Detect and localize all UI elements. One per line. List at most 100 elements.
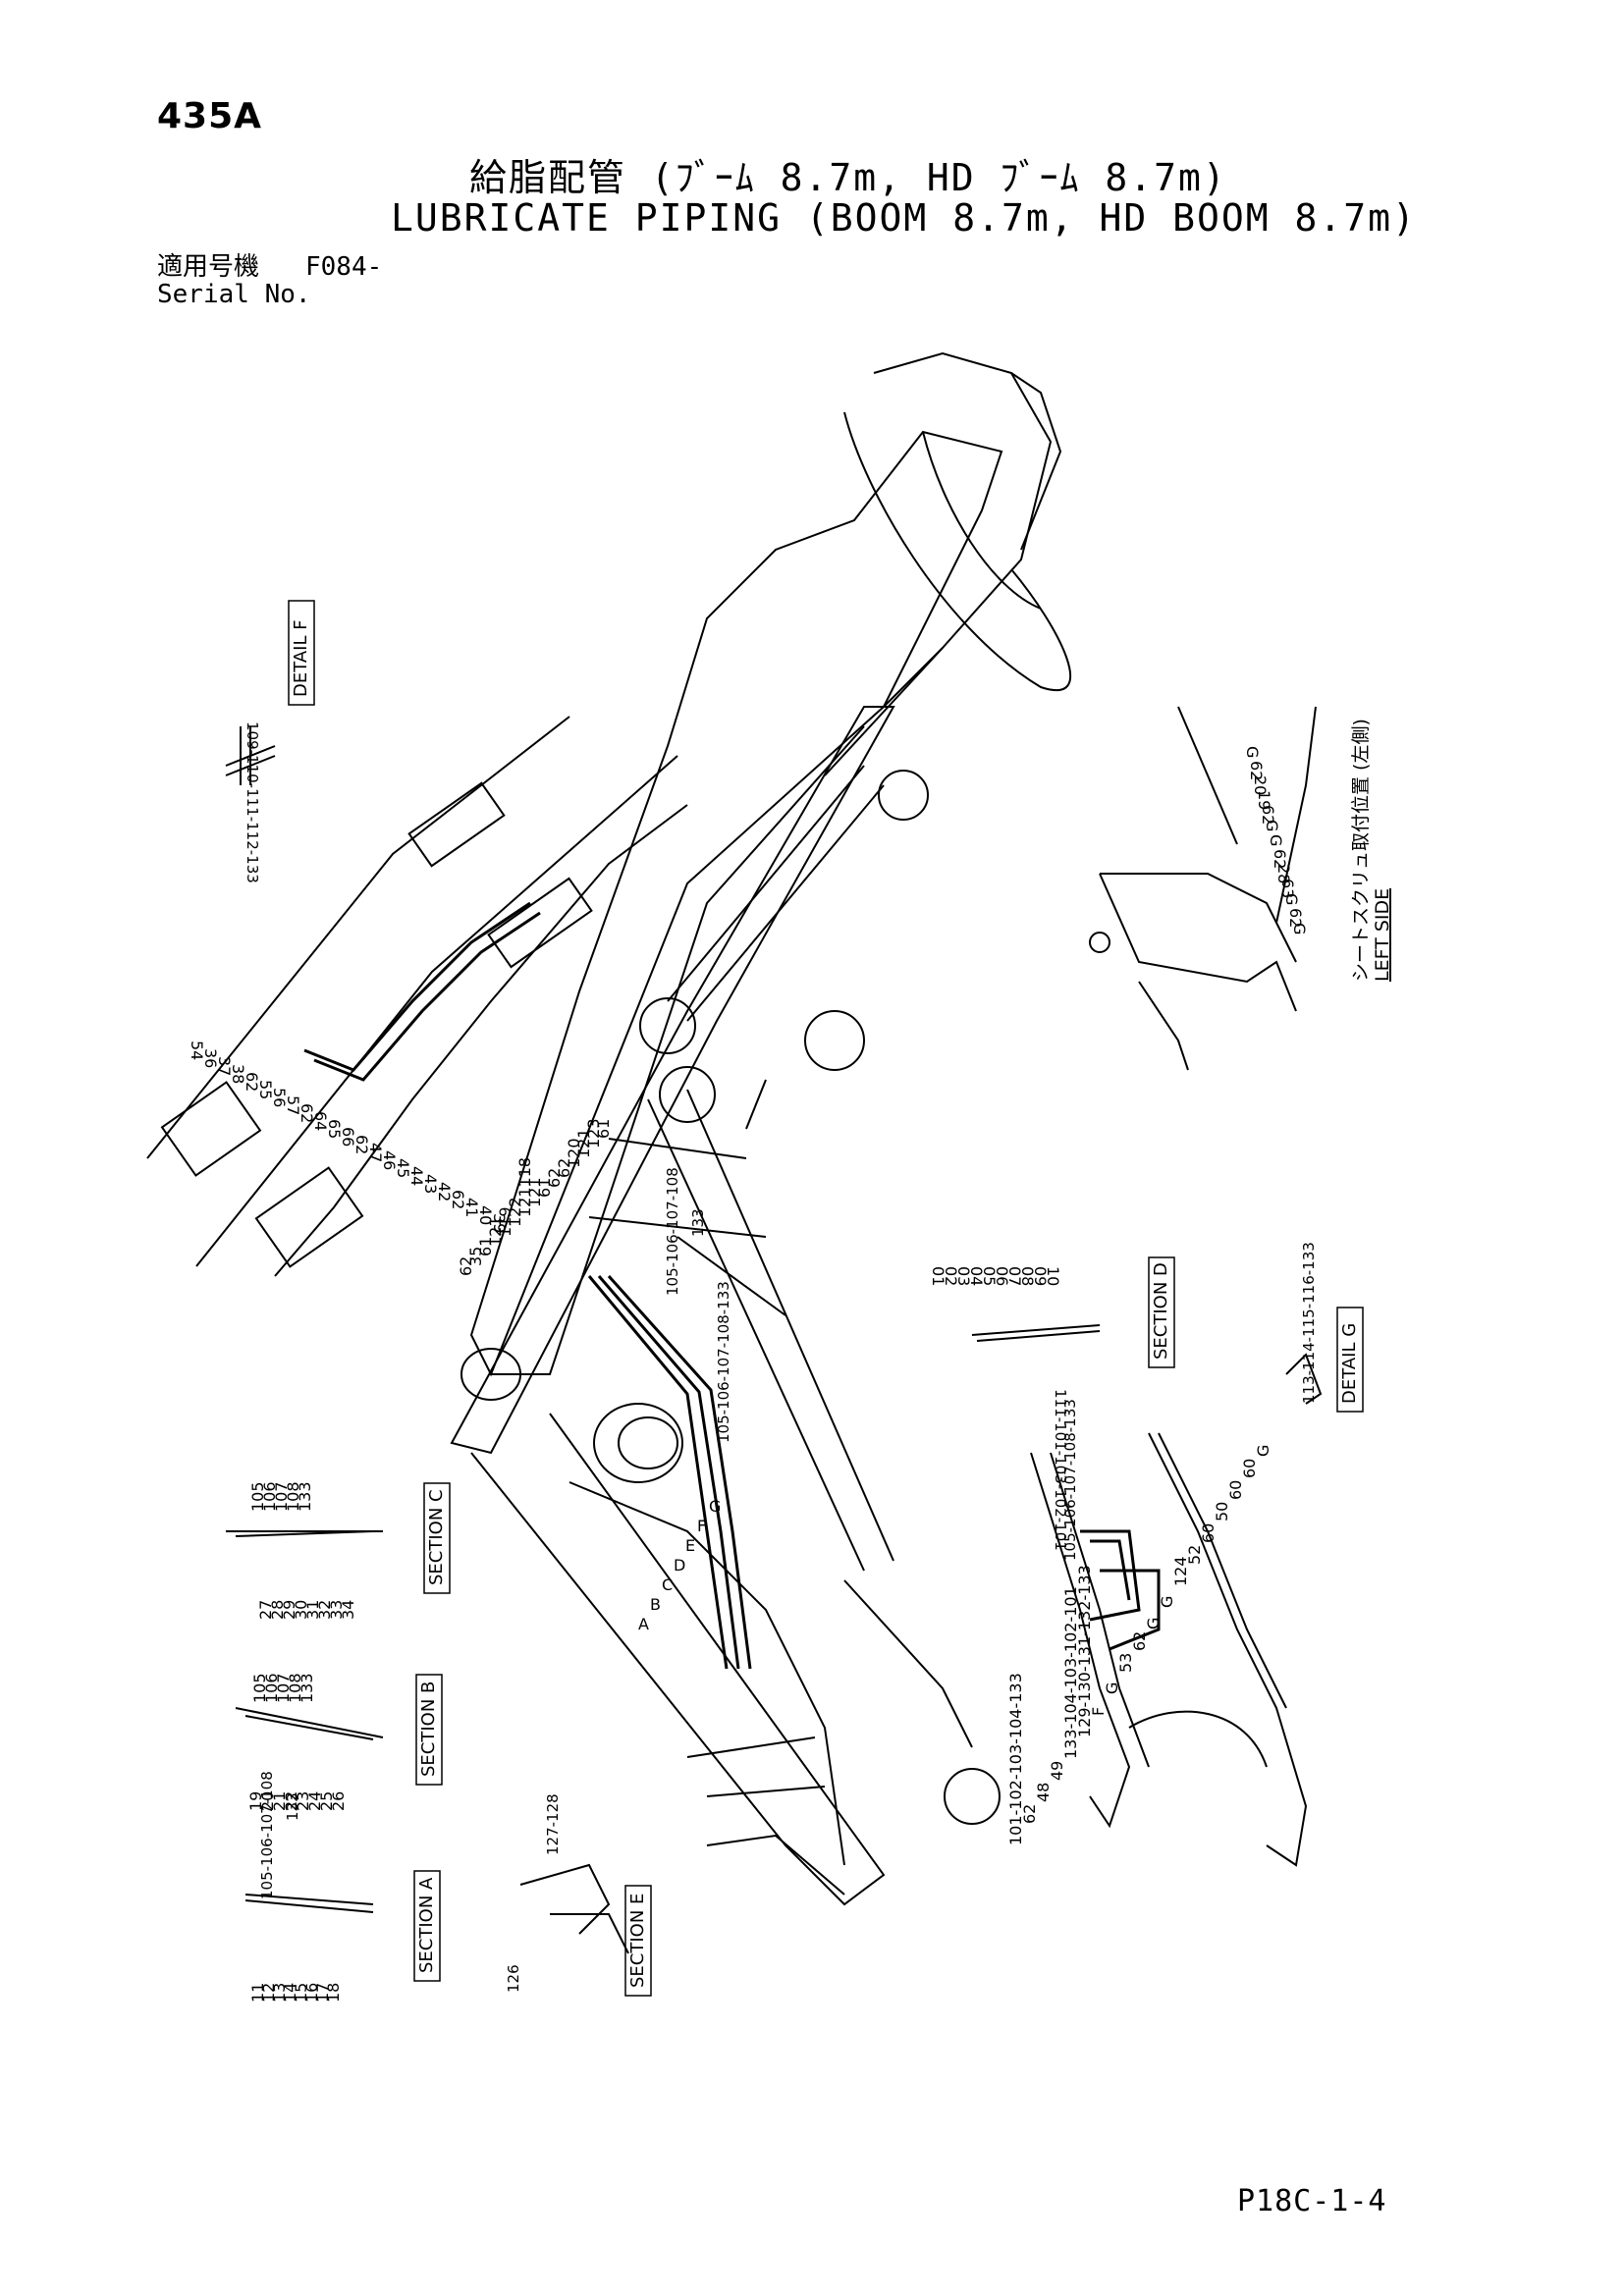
item-number: 62 [1271, 849, 1289, 869]
item-number-group: G [1290, 923, 1309, 934]
item-number: 36 [201, 1048, 220, 1068]
item-number: 133 [298, 1673, 316, 1703]
item-number: 60 [1199, 1523, 1218, 1543]
item-number: G [1158, 1596, 1176, 1608]
page-code: P18C-1-4 [1237, 2184, 1387, 2218]
item-number-group: 48 [1034, 1783, 1053, 1802]
item-number: 40 [476, 1205, 495, 1225]
item-number: 42 [435, 1182, 454, 1201]
section-a-frame [413, 1870, 441, 1982]
item-number-group: 10 [1044, 1266, 1062, 1286]
item-number-group: G [1267, 834, 1285, 846]
item-number-group: 07 [1005, 1266, 1024, 1286]
item-number: 65 [325, 1119, 344, 1139]
section-a-top-callout-group: 105-106-107-108 133 [258, 1771, 301, 1899]
item-number-group: G [1282, 893, 1301, 905]
detail-g-label-group: DETAIL G [1336, 1307, 1364, 1413]
boom-bundle-2-callout: 105-106-107-108-133 [715, 1281, 732, 1443]
item-number: 101-102-103-104-133 [1006, 1673, 1025, 1845]
item-number-group: 11 [248, 1983, 267, 2002]
detail-f-label-group: DETAIL F [288, 600, 315, 706]
item-number: 121 [525, 1177, 544, 1207]
serial-row: 適用号機 F084- [157, 253, 382, 281]
item-number-group: 105 [250, 1673, 269, 1703]
page-number: 435A [157, 96, 263, 136]
arm-bundle-callout: 105-106-107-108-133 [1061, 1399, 1079, 1561]
item-number-group: 65 [325, 1119, 344, 1139]
section-a-top-callout-2: 133 [284, 1792, 301, 1821]
item-number: 45 [394, 1158, 412, 1178]
serial-label-english: Serial No. [157, 280, 311, 309]
item-number-group: 15 [292, 1983, 310, 2002]
item-number-group: 62 [1286, 908, 1305, 928]
item-number: 33 [327, 1600, 346, 1620]
item-number: 30 [292, 1600, 310, 1620]
item-number-group: 61 [594, 1119, 613, 1139]
item-number: 61 [535, 1178, 554, 1198]
item-number-group: 62 [1247, 761, 1266, 780]
item-number: 19 [246, 1791, 265, 1811]
item-number: 62 [1130, 1631, 1149, 1651]
item-number-group: 42 [435, 1182, 454, 1201]
item-number-group: 62 [1259, 805, 1277, 825]
item-number: 14 [281, 1983, 299, 2002]
item-number-group: 19 [1255, 790, 1273, 810]
item-number: 63 [1278, 879, 1297, 898]
item-number-group: 23 [294, 1791, 312, 1811]
detail-g-top-callout-group: 113-114-115-116-133 [1300, 1242, 1318, 1404]
item-number: 35 [466, 1247, 485, 1266]
item-number-group: 41 [462, 1198, 481, 1217]
item-number-group: 02 [942, 1266, 960, 1286]
item-number-group: 108 [286, 1673, 304, 1703]
item-number: 37 [215, 1056, 234, 1076]
item-number: 66 [339, 1127, 357, 1147]
item-number: 62 [1247, 761, 1266, 780]
item-number-group: 26 [329, 1791, 348, 1811]
item-number: 52 [1185, 1545, 1204, 1565]
item-number-group: 50 [1213, 1502, 1231, 1522]
left-side-label-english: LEFT SIDE [1372, 888, 1393, 982]
item-number: 29 [280, 1600, 298, 1620]
boom-bundle-1b-callout: 133 [689, 1208, 707, 1237]
item-number-group: 62 [555, 1158, 573, 1178]
item-number: 17 [313, 1983, 332, 2002]
item-number-group: 21 [270, 1791, 289, 1811]
item-number-group: 20 [1251, 775, 1270, 795]
item-number-group: 122 [506, 1197, 524, 1227]
item-number-group: A [638, 1615, 649, 1633]
item-number-group: 106 [260, 1481, 279, 1512]
item-number: 22 [282, 1791, 300, 1811]
item-number: 122 [506, 1197, 524, 1227]
item-number-group: 36 [201, 1048, 220, 1068]
item-number: 10 [1044, 1266, 1062, 1286]
item-number: F [697, 1517, 706, 1535]
item-number-group: 63 [1278, 879, 1297, 898]
section-e-label: SECTION E [627, 1894, 648, 1988]
item-number-group: 45 [394, 1158, 412, 1178]
item-number: 46 [380, 1150, 399, 1170]
item-number: 62 [243, 1072, 261, 1092]
section-d-bottom-callout-group: 111-101-103-102-101 [1052, 1389, 1069, 1551]
item-number: 08 [1018, 1266, 1037, 1286]
item-number-stacks: 1112131415161718192021222324252627282930… [188, 746, 1309, 2002]
item-number-group: 133-104-103-102-101 [1061, 1586, 1080, 1759]
item-number: 121 [574, 1128, 593, 1158]
item-number-group: 35 [466, 1247, 485, 1266]
detail-f-top-callout: 109-110-111-112-133 [244, 721, 261, 883]
item-number: G [1144, 1618, 1163, 1629]
item-number-group: F [697, 1517, 706, 1535]
item-number-group: 19 [246, 1791, 265, 1811]
item-number-group: 38 [229, 1064, 247, 1084]
item-number-group: 29 [280, 1600, 298, 1620]
item-number: 129-130-131-132-133 [1075, 1565, 1094, 1737]
section-b-frame [415, 1674, 443, 1786]
item-number-group: 08 [1018, 1266, 1037, 1286]
item-number-group: 121 [574, 1128, 593, 1158]
left-side-view [1089, 706, 1317, 1071]
detail-f-label: DETAIL F [291, 619, 311, 697]
section-a-label-group: SECTION A [413, 1870, 441, 1982]
page-title-english: LUBRICATE PIPING (BOOM 8.7m, HD BOOM 8.7… [391, 196, 1417, 240]
item-number: 27 [256, 1600, 275, 1620]
item-number-group: 119 [496, 1206, 514, 1237]
item-number-group: 33 [327, 1600, 346, 1620]
